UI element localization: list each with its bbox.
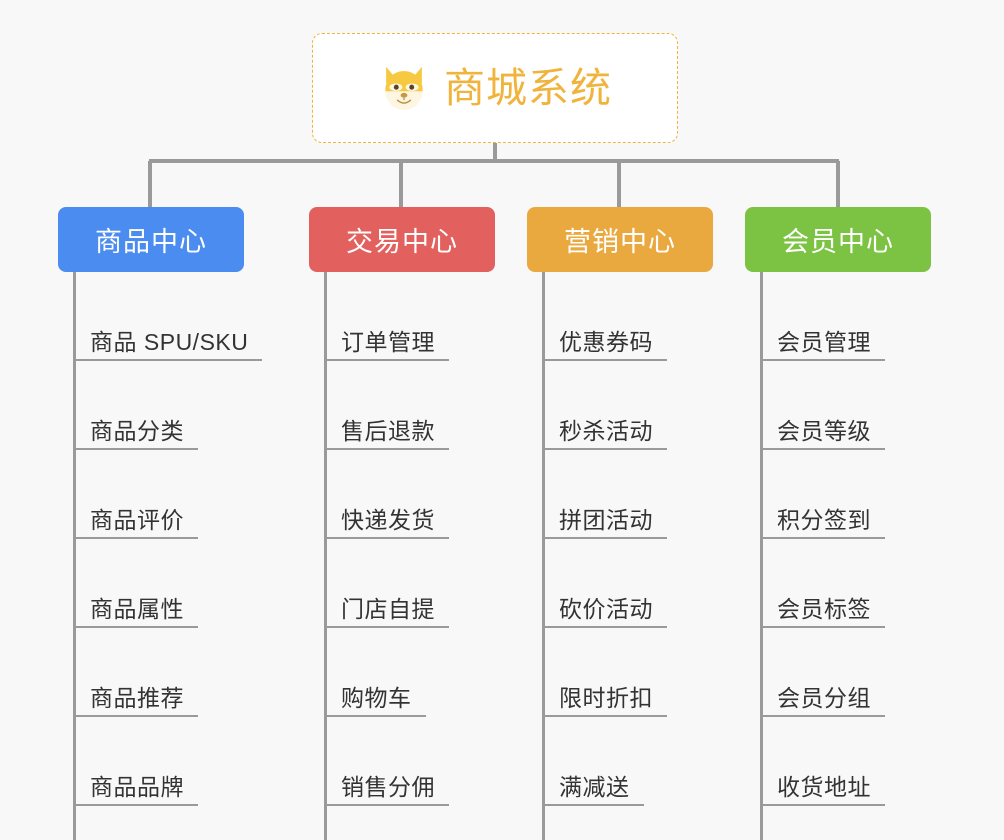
leaf-list-marketing-center: 优惠券码 秒杀活动 拼团活动 砍价活动 [527, 272, 713, 840]
column-spine [324, 272, 327, 840]
list-item-rule [73, 359, 263, 361]
list-item-rule [324, 359, 449, 361]
list-item-rule [324, 537, 449, 539]
list-item-rule [324, 626, 449, 628]
category-header-trade-center[interactable]: 交易中心 [309, 207, 495, 272]
list-item[interactable]: 订单管理 [309, 272, 495, 361]
list-item-label: 商品分类 [90, 417, 184, 444]
list-item-label: 砍价活动 [559, 595, 653, 622]
list-item[interactable]: 会员分组 [745, 628, 931, 717]
list-item-label: 会员分组 [777, 684, 871, 711]
list-item-rule [73, 715, 198, 717]
list-item-rule [542, 537, 667, 539]
list-item-rule [760, 804, 885, 806]
list-item[interactable]: 快递发货 [309, 450, 495, 539]
category-header-marketing-center[interactable]: 营销中心 [527, 207, 713, 272]
category-header-product-center[interactable]: 商品中心 [58, 207, 244, 272]
list-item-label: 会员标签 [777, 595, 871, 622]
list-item-label: 商品推荐 [90, 684, 184, 711]
list-item-label: 会员等级 [777, 417, 871, 444]
list-item-label: 商品品牌 [90, 773, 184, 800]
list-item-rule [542, 804, 644, 806]
list-item-rule [542, 448, 667, 450]
list-item-rule [324, 715, 426, 717]
list-item-label: 积分签到 [777, 506, 871, 533]
list-item-label: 商品 SPU/SKU [90, 328, 249, 355]
list-item[interactable]: 拼团活动 [527, 450, 713, 539]
list-item[interactable]: 限时折扣 [527, 628, 713, 717]
list-item-label: 购物车 [341, 684, 412, 711]
list-item[interactable]: 会员等级 [745, 361, 931, 450]
list-item-rule [542, 359, 667, 361]
leaf-list-member-center: 会员管理 会员等级 积分签到 会员标签 [745, 272, 931, 840]
category-header-member-center[interactable]: 会员中心 [745, 207, 931, 272]
list-item-rule [324, 448, 449, 450]
list-item-label: 订单管理 [341, 328, 435, 355]
shiba-dog-face-icon [385, 66, 423, 110]
list-item-rule [73, 804, 198, 806]
list-item-label: 满减送 [559, 773, 630, 800]
list-item-rule [324, 804, 449, 806]
list-item[interactable]: 购物车 [309, 628, 495, 717]
list-item[interactable]: 商品分类 [58, 361, 244, 450]
list-item[interactable]: 秒杀活动 [527, 361, 713, 450]
list-item-label: 销售分佣 [341, 773, 435, 800]
list-item-label: 商品属性 [90, 595, 184, 622]
list-item[interactable]: 积分签到 [745, 450, 931, 539]
list-item[interactable]: 满减送 [527, 717, 713, 806]
list-item[interactable]: 销售分佣 [309, 717, 495, 806]
category-header-label: 商品中心 [95, 227, 207, 257]
list-item-label: 限时折扣 [559, 684, 653, 711]
list-item-rule [73, 537, 198, 539]
column-spine [542, 272, 545, 840]
list-item[interactable]: 优惠券码 [527, 272, 713, 361]
list-item[interactable]: 商品属性 [58, 539, 244, 628]
category-header-label: 交易中心 [346, 227, 458, 257]
list-item-label: 售后退款 [341, 417, 435, 444]
list-item-label: 门店自提 [341, 595, 435, 622]
list-item-rule [760, 715, 885, 717]
column-marketing-center: 营销中心 优惠券码 秒杀活动 拼团活动 [527, 207, 713, 840]
list-item-label: 拼团活动 [559, 506, 653, 533]
leaf-list-trade-center: 订单管理 售后退款 快递发货 门店自提 [309, 272, 495, 840]
root-node-商城系统[interactable]: 商城系统 [312, 33, 678, 143]
list-item[interactable]: 商品评价 [58, 450, 244, 539]
list-item-label: 会员管理 [777, 328, 871, 355]
list-item[interactable]: 砍价活动 [527, 539, 713, 628]
category-header-label: 会员中心 [782, 227, 894, 257]
list-item-label: 优惠券码 [559, 328, 653, 355]
list-item-rule [760, 359, 885, 361]
column-member-center: 会员中心 会员管理 会员等级 积分签到 [745, 207, 931, 840]
list-item-rule [542, 715, 667, 717]
list-item[interactable]: 会员标签 [745, 539, 931, 628]
leaf-list-product-center: 商品 SPU/SKU 商品分类 商品评价 商品属性 [58, 272, 263, 840]
list-item-label: 快递发货 [341, 506, 435, 533]
column-spine [73, 272, 76, 840]
list-item-label: 秒杀活动 [559, 417, 653, 444]
list-item-rule [760, 537, 885, 539]
list-item[interactable]: 售后退款 [309, 361, 495, 450]
list-item[interactable]: 收货地址 [745, 717, 931, 806]
list-item-rule [73, 626, 198, 628]
list-item-label: 商品评价 [90, 506, 184, 533]
root-title: 商城系统 [444, 64, 612, 111]
list-item-rule [542, 626, 667, 628]
list-item[interactable]: 商品 SPU/SKU [58, 272, 263, 361]
list-item[interactable]: 商品推荐 [58, 628, 244, 717]
list-item-rule [73, 448, 198, 450]
list-item[interactable]: 会员管理 [745, 272, 931, 361]
category-header-label: 营销中心 [564, 227, 676, 257]
column-product-center: 商品中心 商品 SPU/SKU 商品分类 商品评价 [58, 207, 263, 840]
list-item-rule [760, 626, 885, 628]
column-spine [760, 272, 763, 840]
list-item[interactable]: 商品品牌 [58, 717, 244, 806]
column-trade-center: 交易中心 订单管理 售后退款 快递发货 [309, 207, 495, 840]
list-item[interactable]: 门店自提 [309, 539, 495, 628]
list-item-label: 收货地址 [777, 773, 871, 800]
list-item-rule [760, 448, 885, 450]
